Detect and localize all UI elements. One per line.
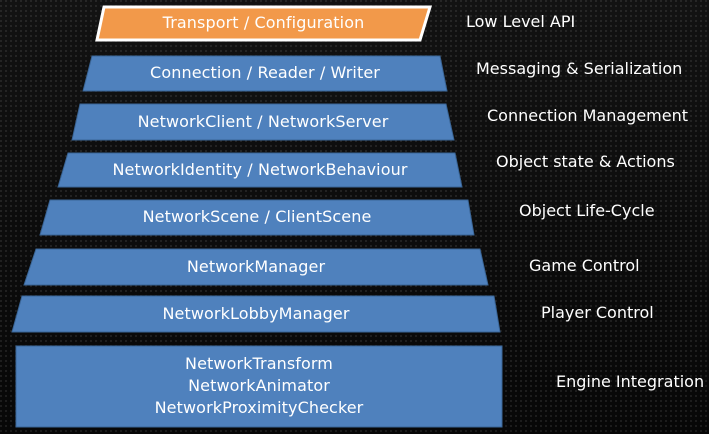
layer-label-connection: Connection / Reader / Writer <box>150 63 380 82</box>
layer-desc-object-state: Object state & Actions <box>496 152 675 171</box>
layer-shape-connection <box>82 55 448 92</box>
layer-shape-scene <box>39 199 475 236</box>
layer-shape-transport <box>95 5 433 42</box>
layer-label-lobby-manager: NetworkLobbyManager <box>162 304 350 323</box>
engine-component-proximity-checker: NetworkProximityChecker <box>154 398 364 417</box>
layer-desc-messaging: Messaging & Serialization <box>476 59 683 78</box>
layer-shape-identity-behaviour <box>57 152 463 188</box>
layer-shape-network-manager <box>23 248 489 286</box>
engine-component-animator: NetworkAnimator <box>188 376 330 395</box>
layer-label-engine-components: NetworkTransform NetworkAnimator Network… <box>16 353 502 419</box>
engine-component-transform: NetworkTransform <box>185 354 333 373</box>
layer-shape-engine-components <box>15 345 503 428</box>
layer-label-scene: NetworkScene / ClientScene <box>142 207 372 226</box>
layer-label-identity-behaviour: NetworkIdentity / NetworkBehaviour <box>112 160 408 179</box>
layer-label-client-server: NetworkClient / NetworkServer <box>137 112 389 131</box>
layer-shape-client-server <box>71 103 455 141</box>
layer-desc-player-control: Player Control <box>541 303 654 322</box>
layer-desc-engine-integration: Engine Integration <box>556 372 705 391</box>
layer-desc-low-level-api: Low Level API <box>466 12 576 31</box>
layer-label-network-manager: NetworkManager <box>186 257 326 276</box>
layer-desc-object-lifecycle: Object Life-Cycle <box>519 201 655 220</box>
layer-desc-connection-management: Connection Management <box>487 106 689 125</box>
layer-label-transport: Transport / Configuration <box>162 13 365 32</box>
layer-desc-game-control: Game Control <box>529 256 640 275</box>
layer-shape-lobby-manager <box>11 295 501 333</box>
